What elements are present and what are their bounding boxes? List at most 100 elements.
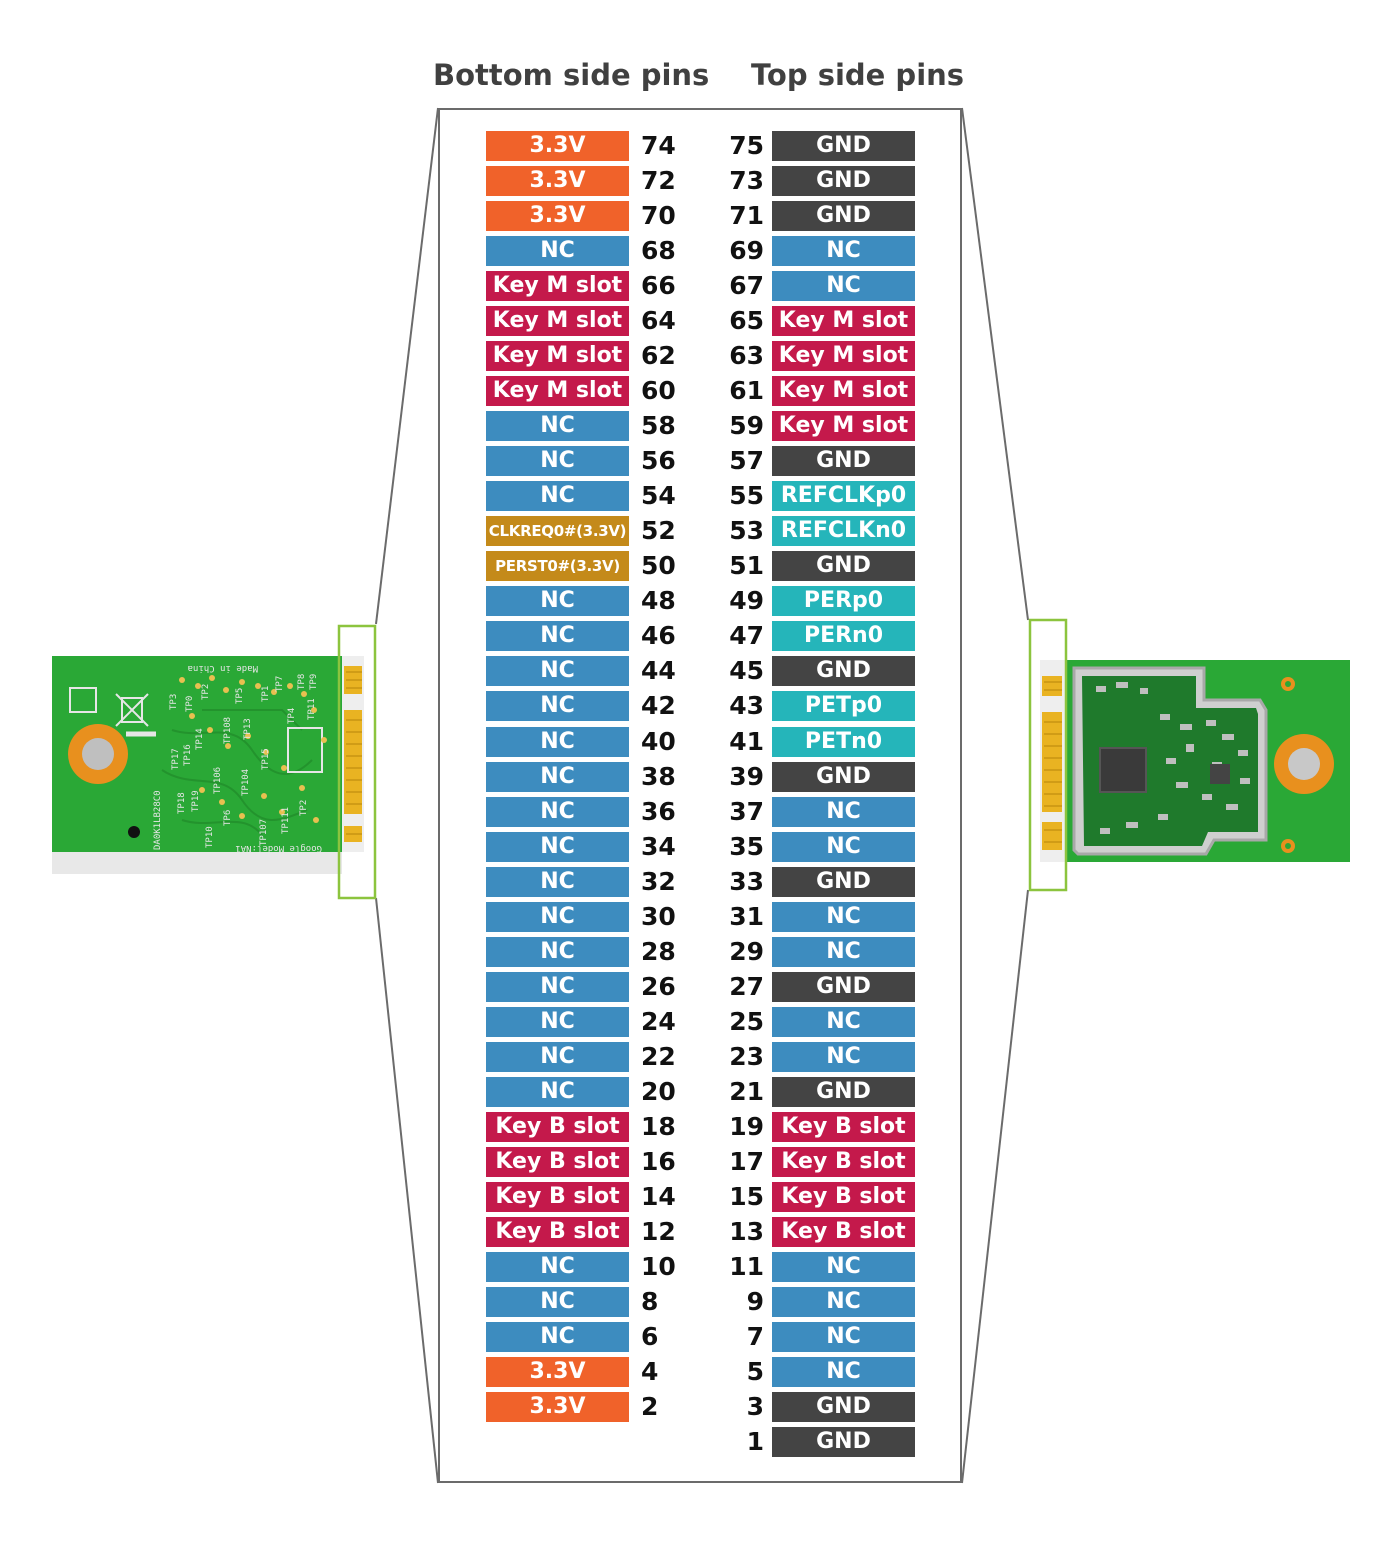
- top-pin-label: GND: [772, 201, 915, 231]
- top-pin-label: GND: [772, 1077, 915, 1107]
- bottom-pin-label: NC: [486, 937, 629, 967]
- bottom-pin-number: 68: [641, 236, 691, 266]
- bottom-pin-number: 64: [641, 306, 691, 336]
- top-pin-number: 43: [712, 691, 764, 721]
- top-pin-label: NC: [772, 1357, 915, 1387]
- top-pin-label: GND: [772, 166, 915, 196]
- top-pin-number: 9: [712, 1287, 764, 1317]
- top-pin-number: 19: [712, 1112, 764, 1142]
- top-pin-number: 65: [712, 306, 764, 336]
- top-pin-label: PERn0: [772, 621, 915, 651]
- bottom-pin-label: NC: [486, 1007, 629, 1037]
- top-pin-label: Key M slot: [772, 306, 915, 336]
- top-pin-label: NC: [772, 1042, 915, 1072]
- bottom-pin-label: NC: [486, 797, 629, 827]
- top-pin-number: 57: [712, 446, 764, 476]
- bottom-pin-label: NC: [486, 727, 629, 757]
- top-pin-number: 31: [712, 902, 764, 932]
- top-pin-label: NC: [772, 902, 915, 932]
- bottom-pin-number: 38: [641, 762, 691, 792]
- bottom-pin-label: NC: [486, 446, 629, 476]
- top-pin-label: GND: [772, 1427, 915, 1457]
- bottom-pin-label: NC: [486, 1322, 629, 1352]
- top-pin-number: 45: [712, 656, 764, 686]
- top-pin-label: GND: [772, 656, 915, 686]
- bottom-pin-label: Key M slot: [486, 376, 629, 406]
- top-pin-label: NC: [772, 1252, 915, 1282]
- bottom-pin-number: 22: [641, 1042, 691, 1072]
- bottom-pin-number: 72: [641, 166, 691, 196]
- top-pin-label: GND: [772, 762, 915, 792]
- top-pin-label: NC: [772, 832, 915, 862]
- top-pin-number: 61: [712, 376, 764, 406]
- top-pin-number: 25: [712, 1007, 764, 1037]
- bottom-pin-label: NC: [486, 656, 629, 686]
- bottom-pin-label: 3.3V: [486, 201, 629, 231]
- top-pin-label: NC: [772, 1287, 915, 1317]
- top-pin-number: 27: [712, 972, 764, 1002]
- top-pin-number: 5: [712, 1357, 764, 1387]
- top-pin-number: 3: [712, 1392, 764, 1422]
- bottom-pin-label: NC: [486, 411, 629, 441]
- top-pin-number: 55: [712, 481, 764, 511]
- top-pin-label: REFCLKn0: [772, 516, 915, 546]
- bottom-pin-number: 20: [641, 1077, 691, 1107]
- bottom-pin-label: NC: [486, 1287, 629, 1317]
- bottom-pin-label: 3.3V: [486, 131, 629, 161]
- bottom-pin-number: 34: [641, 832, 691, 862]
- top-pin-number: 75: [712, 131, 764, 161]
- bottom-pin-label: 3.3V: [486, 1357, 629, 1387]
- bottom-pin-number: 24: [641, 1007, 691, 1037]
- top-pin-label: GND: [772, 131, 915, 161]
- bottom-pin-number: 36: [641, 797, 691, 827]
- top-pin-label: Key B slot: [772, 1147, 915, 1177]
- bottom-pin-number: 26: [641, 972, 691, 1002]
- bottom-pin-label: NC: [486, 236, 629, 266]
- top-pin-number: 13: [712, 1217, 764, 1247]
- bottom-pin-label: Key B slot: [486, 1182, 629, 1212]
- top-pin-number: 51: [712, 551, 764, 581]
- bottom-pin-number: 18: [641, 1112, 691, 1142]
- bottom-pin-label: 3.3V: [486, 1392, 629, 1422]
- bottom-pin-number: 48: [641, 586, 691, 616]
- top-pin-label: PERp0: [772, 586, 915, 616]
- bottom-pin-label: NC: [486, 972, 629, 1002]
- top-pin-number: 17: [712, 1147, 764, 1177]
- top-pin-label: NC: [772, 797, 915, 827]
- bottom-pin-number: 28: [641, 937, 691, 967]
- bottom-pin-number: 12: [641, 1217, 691, 1247]
- bottom-pin-label: NC: [486, 691, 629, 721]
- bottom-pin-number: 62: [641, 341, 691, 371]
- bottom-pin-label: NC: [486, 481, 629, 511]
- top-pin-label: GND: [772, 551, 915, 581]
- bottom-pin-label: CLKREQ0#(3.3V): [486, 516, 629, 546]
- top-pin-number: 47: [712, 621, 764, 651]
- top-pin-number: 71: [712, 201, 764, 231]
- bottom-pin-label: NC: [486, 832, 629, 862]
- bottom-pin-label: NC: [486, 902, 629, 932]
- bottom-pin-number: 16: [641, 1147, 691, 1177]
- top-pin-label: Key M slot: [772, 341, 915, 371]
- top-pin-number: 23: [712, 1042, 764, 1072]
- top-pin-number: 69: [712, 236, 764, 266]
- bottom-pin-number: 54: [641, 481, 691, 511]
- top-pin-label: Key M slot: [772, 411, 915, 441]
- top-pin-number: 35: [712, 832, 764, 862]
- bottom-pin-number: 2: [641, 1392, 691, 1422]
- bottom-pin-label: NC: [486, 1077, 629, 1107]
- bottom-pin-number: 42: [641, 691, 691, 721]
- top-pin-number: 73: [712, 166, 764, 196]
- top-pin-label: GND: [772, 1392, 915, 1422]
- top-pin-label: PETn0: [772, 727, 915, 757]
- bottom-pin-number: 6: [641, 1322, 691, 1352]
- bottom-pin-label: NC: [486, 762, 629, 792]
- bottom-pin-number: 10: [641, 1252, 691, 1282]
- bottom-pin-number: 46: [641, 621, 691, 651]
- bottom-pin-number: 44: [641, 656, 691, 686]
- top-pin-label: NC: [772, 236, 915, 266]
- top-pin-label: PETp0: [772, 691, 915, 721]
- top-pin-number: 11: [712, 1252, 764, 1282]
- top-pin-label: NC: [772, 1322, 915, 1352]
